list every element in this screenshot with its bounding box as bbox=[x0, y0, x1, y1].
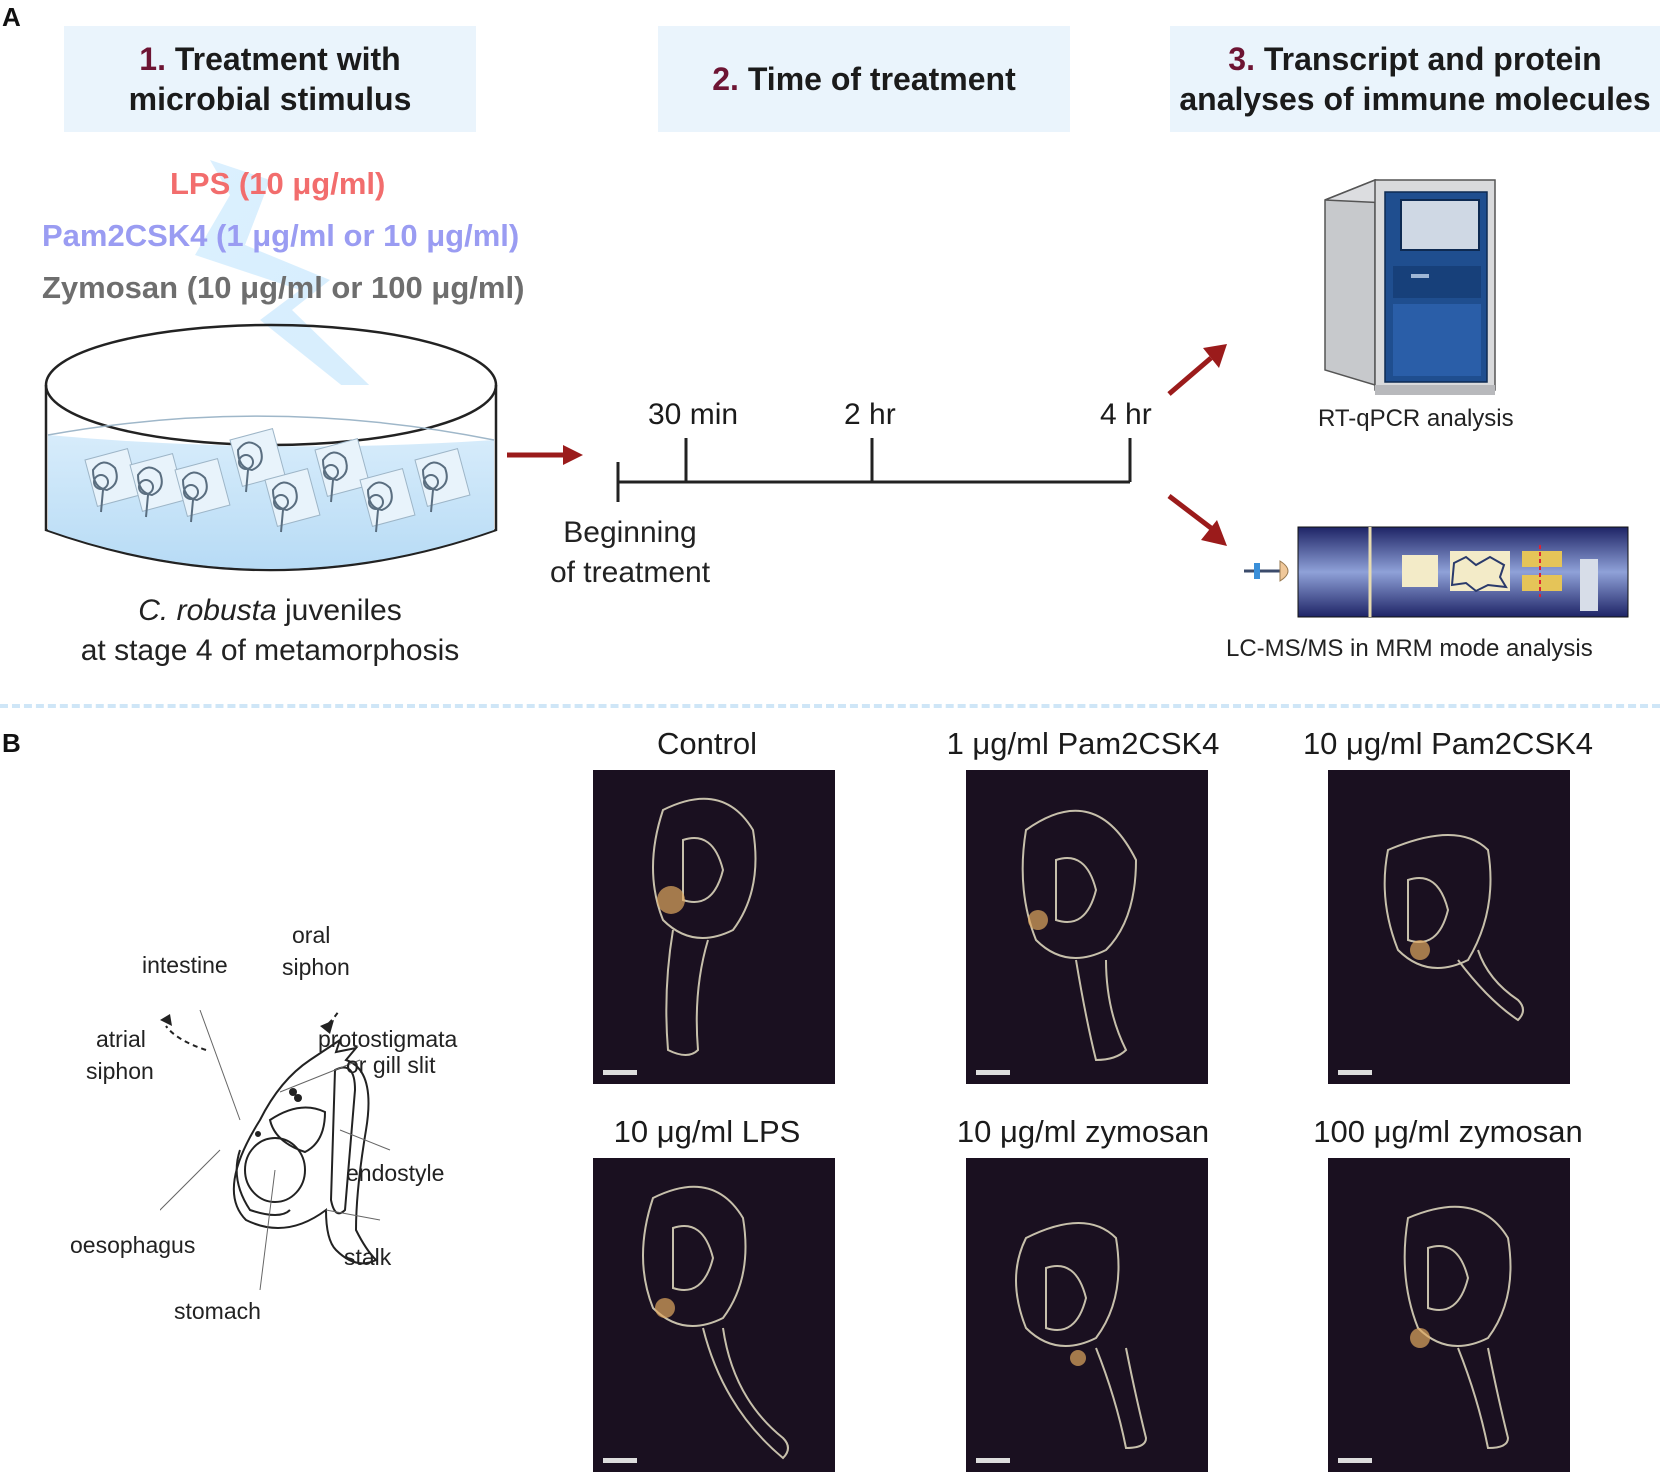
arrow-to-qpcr bbox=[1167, 344, 1227, 396]
step-title-line: microbial stimulus bbox=[128, 81, 412, 117]
step-title-line: Time of treatment bbox=[747, 61, 1016, 97]
timeline-axis bbox=[616, 438, 1132, 502]
light-beam bbox=[195, 160, 400, 420]
stimulus-lps: LPS (10 μg/ml) bbox=[170, 166, 386, 201]
label-stomach: stomach bbox=[174, 1298, 261, 1324]
label-oral-siphon-2: siphon bbox=[282, 954, 350, 980]
tick-label-2hr: 2 hr bbox=[844, 398, 896, 431]
intestine-outline bbox=[235, 1149, 291, 1216]
step-box-2: 2. Time of treatment bbox=[658, 26, 1070, 132]
stimulus-pam2csk4: Pam2CSK4 (1 μg/ml or 10 μg/ml) bbox=[42, 218, 520, 253]
timeline-start-label-2: of treatment bbox=[549, 556, 711, 589]
leader-lines bbox=[160, 1010, 391, 1291]
culture-dish-illustration bbox=[44, 160, 498, 572]
label-stalk: stalk bbox=[344, 1244, 392, 1270]
oral-arrow bbox=[325, 1010, 341, 1027]
label-atrial-siphon: atrial bbox=[96, 1026, 146, 1052]
step-title-line: Treatment with bbox=[174, 41, 401, 77]
photo-lps bbox=[593, 1158, 835, 1472]
step-number: 3. bbox=[1228, 41, 1255, 77]
photo-title-control: Control bbox=[657, 726, 757, 761]
dish-caption-line1: juveniles bbox=[276, 594, 402, 627]
lcms-instrument-icon bbox=[1244, 526, 1629, 618]
step-title-line: analyses of immune molecules bbox=[1179, 81, 1651, 117]
dish-caption: C. robusta juveniles bbox=[40, 594, 500, 628]
panel-label-b: B bbox=[2, 728, 21, 758]
photo-title-zym-100: 100 μg/ml zymosan bbox=[1313, 1114, 1583, 1149]
step-box-1: 1. Treatment with microbial stimulus bbox=[64, 26, 476, 132]
juvenile-anatomy-diagram bbox=[160, 1010, 391, 1291]
photo-control bbox=[593, 770, 835, 1084]
photo-title-lps: 10 μg/ml LPS bbox=[613, 1114, 801, 1149]
label-oesophagus: oesophagus bbox=[70, 1232, 196, 1258]
step-number: 1. bbox=[139, 41, 166, 77]
qpcr-caption: RT-qPCR analysis bbox=[1318, 405, 1514, 432]
label-oral-siphon: oral bbox=[292, 922, 331, 948]
species-name: C. robusta bbox=[138, 594, 277, 627]
atrial-arrow bbox=[165, 1025, 207, 1051]
gill-outline bbox=[268, 1106, 327, 1154]
lcms-caption: LC-MS/MS in MRM mode analysis bbox=[1226, 635, 1593, 662]
stomach-outline bbox=[244, 1137, 306, 1203]
label-gill-slit: or gill slit bbox=[346, 1052, 436, 1078]
photo-title-pam-10: 10 μg/ml Pam2CSK4 bbox=[1302, 726, 1594, 761]
step-box-3: 3. Transcript and protein analyses of im… bbox=[1170, 26, 1660, 132]
arrow-to-timeline bbox=[507, 445, 583, 465]
body-outline bbox=[232, 1037, 378, 1265]
dish-rim bbox=[44, 323, 498, 447]
photo-pam-10 bbox=[1328, 770, 1570, 1084]
tick-label-30min: 30 min bbox=[648, 398, 739, 431]
tick-label-4hr: 4 hr bbox=[1100, 398, 1152, 431]
label-protostigmata: protostigmata bbox=[318, 1026, 458, 1052]
panel-label-a: A bbox=[2, 2, 21, 32]
juveniles-group bbox=[84, 427, 471, 533]
step-number: 2. bbox=[712, 61, 739, 97]
label-atrial-siphon-2: siphon bbox=[86, 1058, 154, 1084]
dish-caption-line2: at stage 4 of metamorphosis bbox=[80, 634, 460, 667]
photo-pam-1 bbox=[966, 770, 1208, 1084]
photo-title-pam-1: 1 μg/ml Pam2CSK4 bbox=[946, 726, 1220, 761]
timeline-start-label: Beginning bbox=[563, 516, 697, 549]
label-endostyle: endostyle bbox=[346, 1160, 445, 1186]
qpcr-instrument-icon bbox=[1324, 178, 1496, 395]
endostyle-outline bbox=[329, 1066, 357, 1215]
arrow-to-lcms bbox=[1167, 494, 1227, 546]
step-title-line: Transcript and protein bbox=[1263, 41, 1602, 77]
photo-zym-100 bbox=[1328, 1158, 1570, 1472]
photo-title-zym-10: 10 μg/ml zymosan bbox=[956, 1114, 1210, 1149]
photo-zym-10 bbox=[966, 1158, 1208, 1472]
label-intestine: intestine bbox=[142, 952, 228, 978]
stimulus-zymosan: Zymosan (10 μg/ml or 100 μg/ml) bbox=[42, 270, 525, 305]
section-divider bbox=[0, 704, 1660, 708]
